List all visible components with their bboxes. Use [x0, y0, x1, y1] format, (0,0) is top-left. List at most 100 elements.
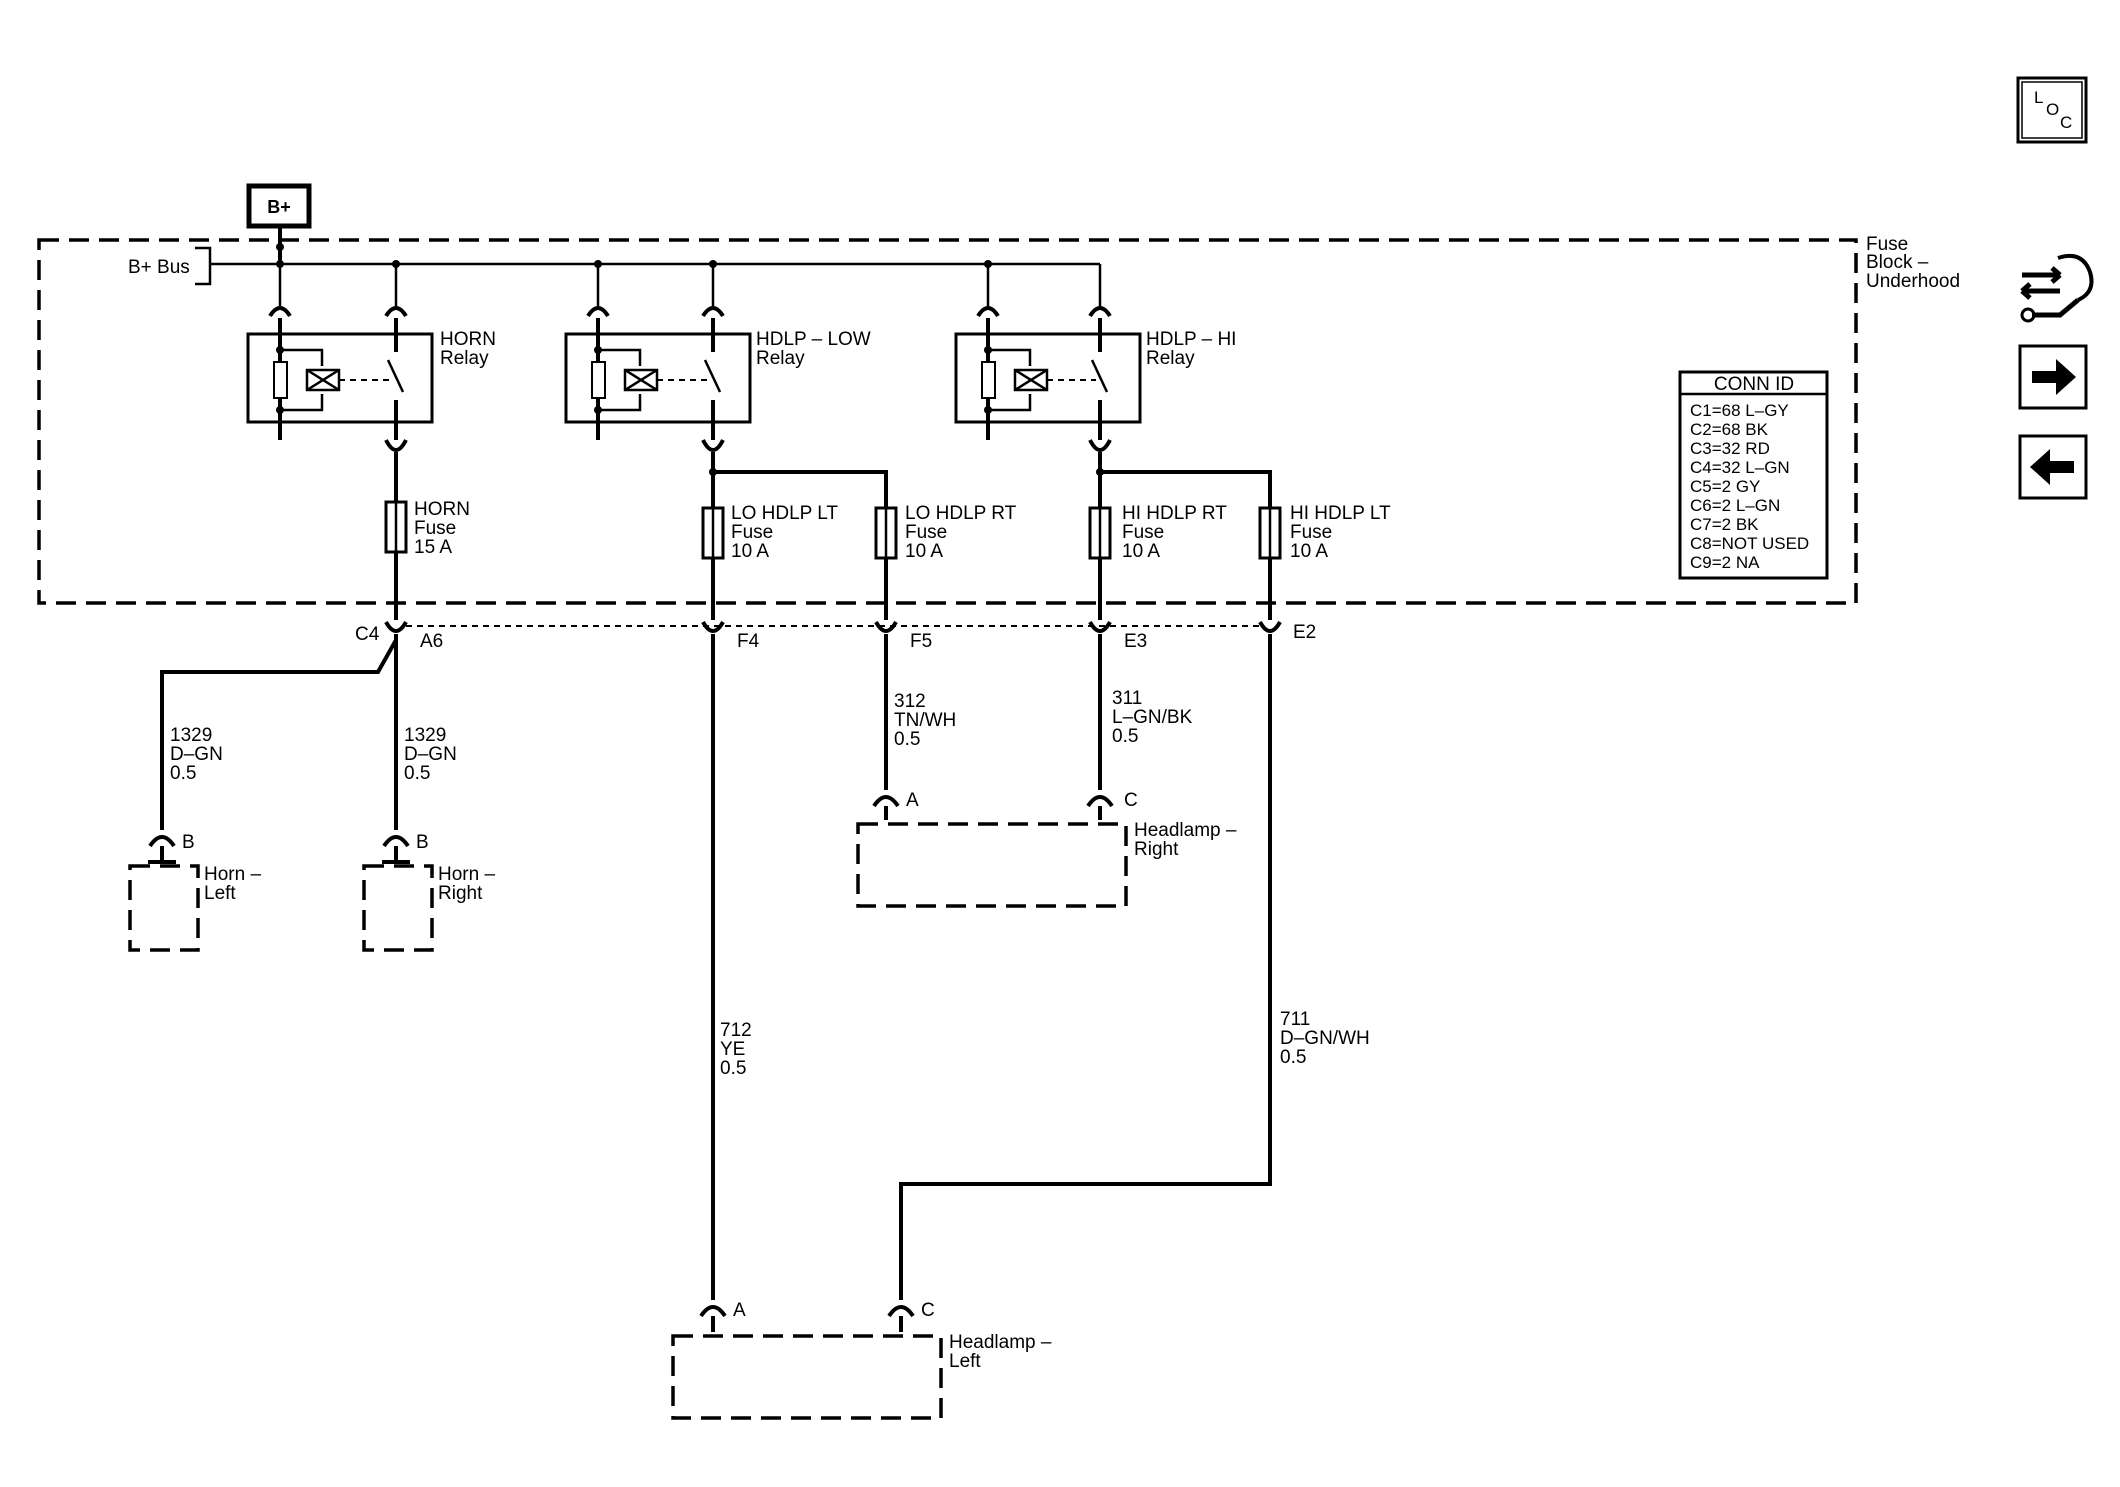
- hi-branch-wire: [1100, 470, 1272, 508]
- conn-id-row: C2=68 BK: [1690, 420, 1769, 439]
- connector-tools-icon[interactable]: [2020, 253, 2094, 323]
- hi-rt-fuse-name: HI HDLP RT: [1122, 503, 1227, 524]
- horn-left-name-2: Left: [204, 883, 236, 904]
- lo-lt-fuse-rating: 10 A: [731, 541, 769, 562]
- headlamp-right: A C Headlamp – Right: [856, 790, 1237, 908]
- pin-a6: A6: [420, 631, 443, 652]
- horn-fuse-type: Fuse: [414, 518, 456, 539]
- headlamp-left-pin-a: A: [733, 1300, 746, 1321]
- horn-relay-name: HORN: [440, 329, 496, 350]
- hi-rt-color: L–GN/BK: [1112, 707, 1193, 728]
- lo-rt-fuse-rating: 10 A: [905, 541, 943, 562]
- hi-lt-fuse-name: HI HDLP LT: [1290, 503, 1391, 524]
- hi-lt-circuit: 711: [1280, 1009, 1310, 1030]
- horn-left-gauge: 0.5: [170, 763, 196, 784]
- lo-lt-color: YE: [720, 1039, 745, 1060]
- horn-right: B Horn – Right: [362, 832, 495, 952]
- horn-fuse-name: HORN: [414, 499, 470, 520]
- hi-lt-color: D–GN/WH: [1280, 1028, 1370, 1049]
- lo-lt-gauge: 0.5: [720, 1058, 746, 1079]
- arrow-right-icon: [2032, 359, 2076, 395]
- previous-page-button[interactable]: [2018, 434, 2088, 500]
- horn-left: B Horn – Left: [128, 832, 261, 952]
- hi-rt-circuit: 311: [1112, 688, 1142, 709]
- headlamp-right-name-2: Right: [1134, 839, 1179, 860]
- horn-right-color: D–GN: [404, 744, 457, 765]
- hi-hdlp-lt-fuse: HI HDLP LT Fuse 10 A: [1258, 503, 1391, 620]
- bplus-bus-label: B+ Bus: [128, 257, 190, 278]
- hdlp-low-relay: HDLP – LOW Relay: [564, 318, 871, 440]
- bus-bracket: [195, 246, 212, 286]
- low-relay-type: Relay: [756, 348, 805, 369]
- low-relay-name: HDLP – LOW: [756, 329, 871, 350]
- lo-hdlp-rt-fuse: LO HDLP RT Fuse 10 A: [874, 503, 1017, 620]
- horn-left-color: D–GN: [170, 744, 223, 765]
- loc-c: C: [2060, 113, 2072, 132]
- conn-id-row: C8=NOT USED: [1690, 534, 1809, 553]
- conn-id-row: C6=2 L–GN: [1690, 496, 1780, 515]
- headlamp-left: A C Headlamp – Left: [671, 1300, 1052, 1420]
- horn-right-name-2: Right: [438, 883, 483, 904]
- conn-id-row: C7=2 BK: [1690, 515, 1759, 534]
- horn-left-circuit: 1329: [170, 725, 212, 746]
- horn-right-name-1: Horn –: [438, 864, 495, 885]
- conn-id-table: CONN ID C1=68 L–GY C2=68 BK C3=32 RD C4=…: [1678, 370, 1829, 580]
- conn-id-row: C1=68 L–GY: [1690, 401, 1789, 420]
- conn-id-row: C3=32 RD: [1690, 439, 1770, 458]
- horn-right-circuit: 1329: [404, 725, 446, 746]
- headlamp-right-name-1: Headlamp –: [1134, 820, 1237, 841]
- hi-rt-fuse-rating: 10 A: [1122, 541, 1160, 562]
- headlamp-left-pin-c: C: [921, 1300, 935, 1321]
- headlamp-right-pin-a: A: [906, 790, 919, 811]
- pin-f4: F4: [737, 631, 760, 652]
- pin-f5: F5: [910, 631, 932, 652]
- loc-o: O: [2046, 100, 2059, 119]
- wire-hi-lt: [899, 634, 1272, 1300]
- relay-feeds: [268, 264, 1112, 318]
- horn-right-pin: B: [416, 832, 429, 853]
- lo-rt-fuse-type: Fuse: [905, 522, 947, 543]
- hi-hdlp-rt-fuse: HI HDLP RT Fuse 10 A: [1088, 503, 1227, 620]
- relay-outputs: [384, 439, 1112, 508]
- pin-c4: C4: [355, 624, 380, 645]
- low-branch-junction: [709, 468, 717, 476]
- lo-rt-circuit: 312: [894, 691, 926, 712]
- lo-rt-fuse-name: LO HDLP RT: [905, 503, 1017, 524]
- horn-fuse-rating: 15 A: [414, 537, 452, 558]
- bplus-box: B+: [246, 183, 312, 229]
- hdlp-hi-relay: HDLP – HI Relay: [954, 318, 1236, 440]
- c4-pin-terminals: [384, 620, 1282, 633]
- pin-e2: E2: [1293, 622, 1316, 643]
- lo-rt-color: TN/WH: [894, 710, 956, 731]
- hi-lt-gauge: 0.5: [1280, 1047, 1306, 1068]
- lo-hdlp-lt-fuse: LO HDLP LT Fuse 10 A: [701, 503, 838, 620]
- hi-lt-fuse-type: Fuse: [1290, 522, 1332, 543]
- hi-relay-type: Relay: [1146, 348, 1195, 369]
- headlamp-right-pin-c: C: [1124, 790, 1138, 811]
- horn-fuse: HORN Fuse 15 A: [384, 499, 470, 620]
- bplus-label: B+: [267, 197, 291, 217]
- next-page-button[interactable]: [2018, 344, 2088, 410]
- fuse-block-title-3: Underhood: [1866, 271, 1960, 292]
- lo-rt-gauge: 0.5: [894, 729, 920, 750]
- conn-id-title: CONN ID: [1714, 374, 1794, 395]
- hi-branch-junction: [1096, 468, 1104, 476]
- horn-left-name-1: Horn –: [204, 864, 261, 885]
- conn-id-row: C4=32 L–GN: [1690, 458, 1790, 477]
- fuse-block-title-1: Fuse: [1866, 234, 1908, 255]
- lo-lt-circuit: 712: [720, 1020, 752, 1041]
- fuse-block-title-2: Block –: [1866, 252, 1929, 273]
- headlamp-left-name-1: Headlamp –: [949, 1332, 1052, 1353]
- hi-rt-gauge: 0.5: [1112, 726, 1138, 747]
- horn-relay-type: Relay: [440, 348, 489, 369]
- loc-button[interactable]: L O C: [2016, 76, 2088, 144]
- horn-relay: HORN Relay: [246, 318, 496, 440]
- arrow-left-icon: [2030, 449, 2074, 485]
- wire-horn-left: [160, 639, 398, 830]
- conn-id-row: C5=2 GY: [1690, 477, 1760, 496]
- loc-l: L: [2034, 88, 2043, 107]
- horn-right-gauge: 0.5: [404, 763, 430, 784]
- conn-id-row: C9=2 NA: [1690, 553, 1760, 572]
- lo-lt-fuse-name: LO HDLP LT: [731, 503, 838, 524]
